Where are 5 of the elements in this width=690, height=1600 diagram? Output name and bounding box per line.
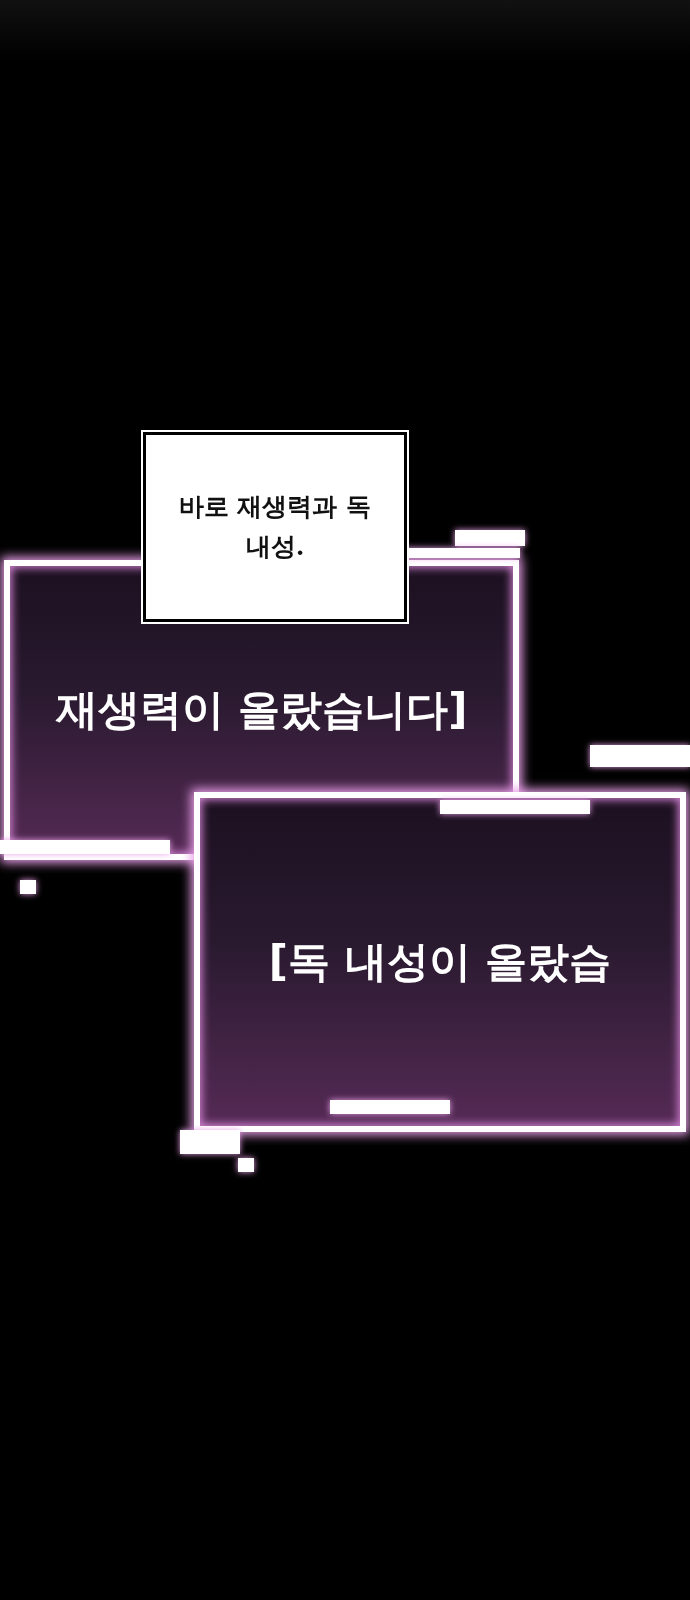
system-window	[194, 792, 686, 1132]
narration-box	[143, 432, 407, 622]
system-message: 재생력이 올랐습니다]	[55, 684, 468, 736]
system-message: [독 내성이 올랐습	[268, 936, 612, 988]
narration-text: 바로 재생력과 독 내성.	[177, 491, 373, 563]
